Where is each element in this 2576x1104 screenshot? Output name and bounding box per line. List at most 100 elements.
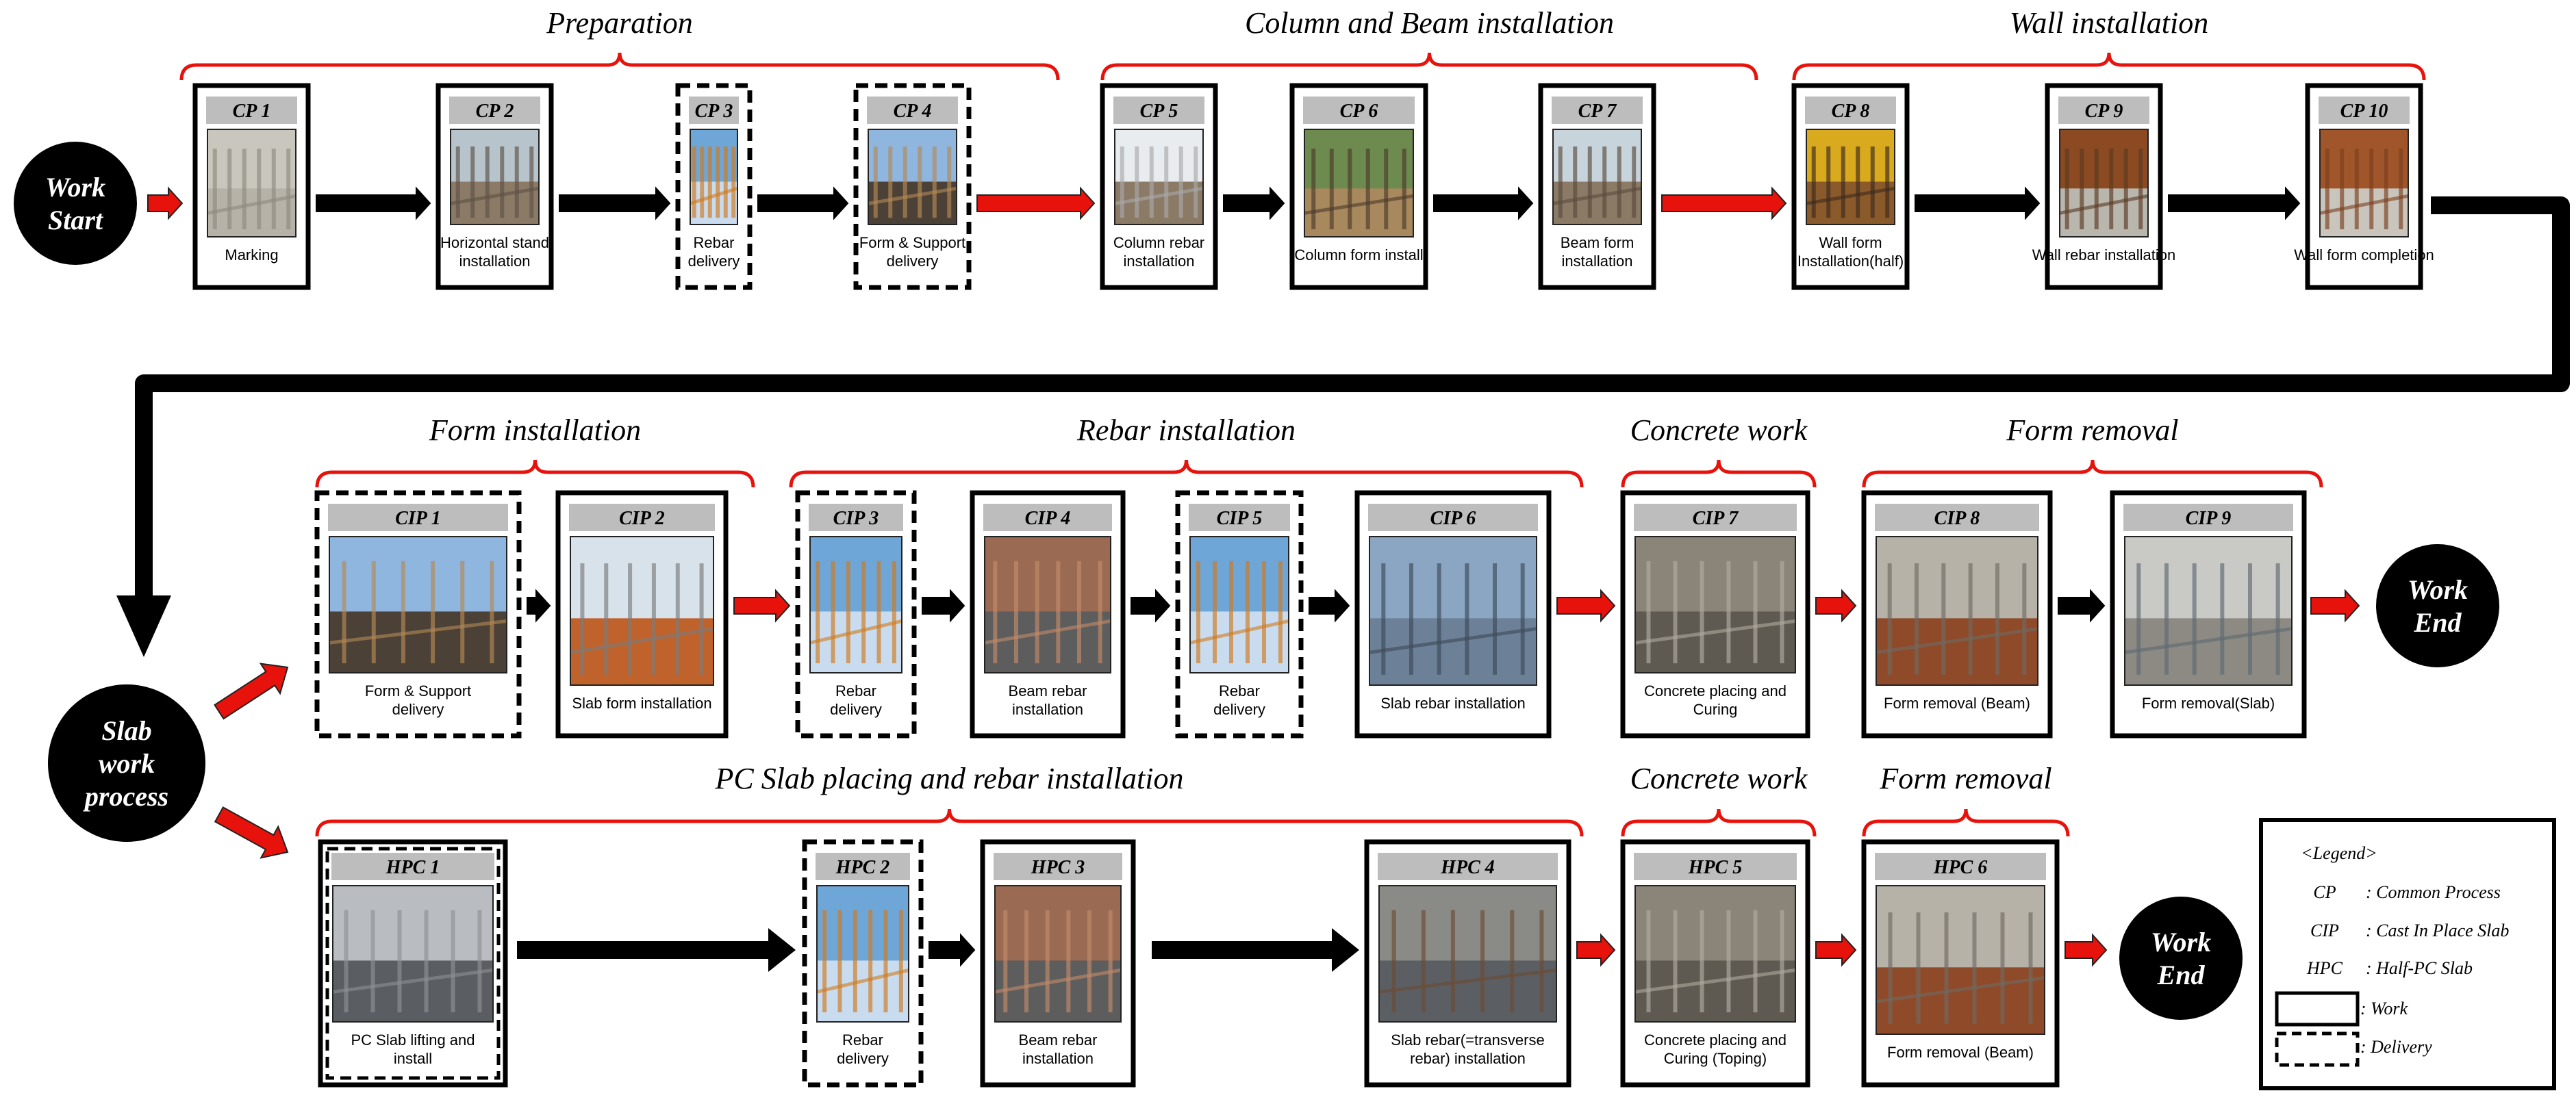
group-header-label: Concrete work [1630, 413, 1808, 447]
card-caption: delivery [837, 1050, 889, 1067]
circle-label: work [99, 748, 155, 779]
card-caption: Rebar [835, 682, 876, 699]
group-header-label: Rebar installation [1076, 413, 1296, 447]
process-card: CP 2 Horizontal stand installation [435, 83, 554, 290]
site-photo [1369, 537, 1537, 685]
card-header-bar [1875, 504, 2039, 531]
black-arrow [757, 186, 849, 220]
legend-abbr: CIP [2310, 921, 2339, 940]
card-code: CIP 6 [1430, 508, 1476, 529]
card-caption: Beam form [1561, 234, 1634, 251]
long-black-arrow [517, 928, 796, 972]
card-caption: Form & Support [365, 682, 471, 699]
card-caption: Beam rebar [1009, 682, 1087, 699]
site-photo [1190, 537, 1289, 673]
card-header-bar [816, 853, 910, 880]
site-photo [1876, 886, 2045, 1034]
group-brace [1621, 459, 1817, 488]
black-arrow [2168, 186, 2301, 220]
site-photo [451, 129, 539, 224]
black-arrow [929, 933, 976, 967]
card-code: CP 5 [1140, 101, 1178, 122]
card-caption: installation [1022, 1050, 1094, 1067]
red-arrow [1556, 589, 1616, 623]
card-caption: rebar) installation [1410, 1050, 1526, 1067]
site-photo [1553, 129, 1641, 224]
card-header-bar [1189, 504, 1290, 531]
card-caption: installation [1562, 253, 1633, 270]
card-caption: Curing (Toping) [1664, 1050, 1767, 1067]
card-header-bar [689, 97, 739, 124]
card-code: CP 4 [894, 101, 932, 122]
card-caption: Rebar [694, 234, 735, 251]
card-header-bar [1552, 97, 1643, 124]
site-photo [810, 537, 902, 673]
group-brace [1621, 808, 1817, 837]
black-arrow [1223, 186, 1285, 220]
group-header-label: Column and Beam installation [1245, 6, 1614, 40]
card-header-bar [1378, 853, 1558, 880]
card-caption: installation [459, 253, 531, 270]
red-arrow [1661, 186, 1787, 220]
site-photo [333, 886, 493, 1022]
group-header-label: Wall installation [2010, 6, 2209, 40]
group-header-label: Form installation [429, 413, 641, 447]
card-code: CIP 8 [1934, 508, 1980, 529]
card-caption: delivery [1213, 701, 1265, 718]
group-brace [1792, 52, 2426, 81]
black-arrow [1131, 589, 1171, 623]
red-arrow [2064, 933, 2108, 967]
site-photo [2320, 129, 2408, 237]
card-header-bar [328, 504, 508, 531]
circle-label: End [2414, 607, 2462, 638]
circle-label: Work [45, 172, 105, 203]
legend-desc: : Work [2360, 999, 2408, 1018]
card-header-bar [994, 853, 1122, 880]
card-header-bar [2058, 97, 2149, 124]
site-photo [1304, 129, 1413, 237]
site-photo [690, 129, 737, 224]
red-arrow [1576, 933, 1616, 967]
legend-title: <Legend> [2301, 843, 2377, 863]
site-photo [2060, 129, 2148, 237]
legend-work-swatch [2275, 991, 2360, 1027]
legend-abbr: HPC [2306, 958, 2343, 978]
card-caption: PC Slab lifting and [351, 1031, 475, 1049]
card-caption: Horizontal stand [440, 234, 549, 251]
card-code: HPC 4 [1440, 857, 1495, 878]
card-caption: Wall form [1819, 234, 1882, 251]
card-caption: Marking [225, 246, 278, 264]
card-caption: delivery [688, 253, 740, 270]
card-caption: Installation(half) [1797, 253, 1904, 270]
group-header-label: Form removal [2006, 413, 2178, 447]
card-header-bar [1634, 504, 1797, 531]
card-caption: Wall rebar installation [2032, 246, 2176, 264]
card-code: CP 3 [695, 101, 733, 122]
legend-desc: : Common Process [2366, 882, 2501, 902]
card-code: CP 2 [476, 101, 514, 122]
card-caption: Slab form installation [572, 695, 711, 712]
card-header-bar [569, 504, 715, 531]
black-arrow [559, 186, 671, 220]
red-arrow [1815, 933, 1857, 967]
legend-delivery-swatch [2275, 1031, 2360, 1067]
connector-line [135, 196, 2570, 602]
group-header-label: Concrete work [1630, 762, 1808, 795]
group-brace [1100, 52, 1758, 81]
